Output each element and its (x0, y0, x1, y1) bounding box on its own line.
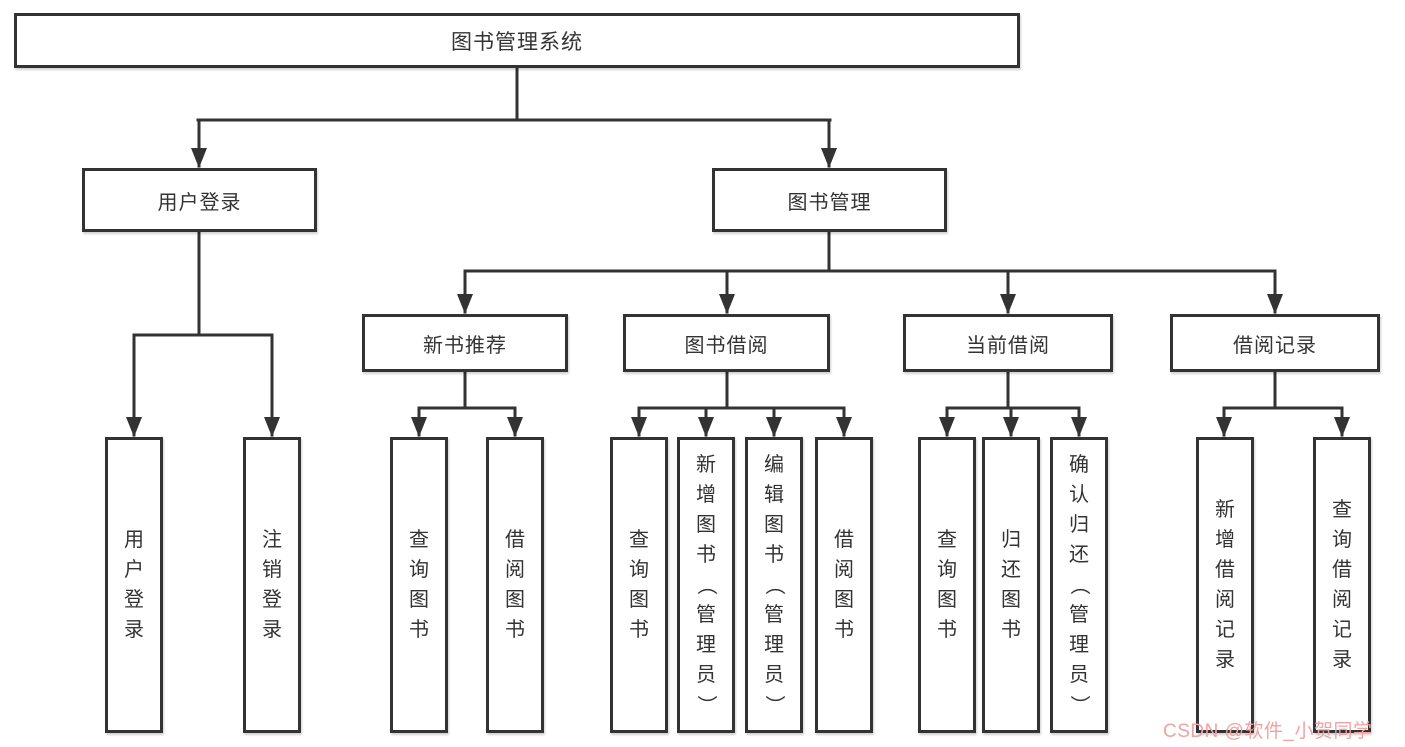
node-book-management: 图书管理 (712, 168, 947, 232)
node-borrow-records: 借阅记录 (1170, 314, 1380, 372)
node-user-login: 用户登录 (82, 168, 317, 232)
node-leaf-query-books-borrow: 查询图书 (610, 437, 668, 733)
node-leaf-confirm-return-admin: 确认归还（管理员） (1050, 437, 1108, 733)
node-library-management-system: 图书管理系统 (14, 13, 1020, 68)
node-new-book-recommend: 新书推荐 (362, 314, 568, 372)
node-book-borrow: 图书借阅 (623, 314, 830, 372)
node-leaf-add-books-admin: 新增图书（管理员） (677, 437, 735, 733)
csdn-watermark: CSDN @软件_小贺同学 (1163, 721, 1373, 742)
node-leaf-edit-books-admin: 编辑图书（管理员） (745, 437, 803, 733)
node-leaf-borrow-books: 借阅图书 (815, 437, 873, 733)
node-leaf-return-books: 归还图书 (982, 437, 1040, 733)
node-leaf-query-books-recommend: 查询图书 (390, 437, 448, 733)
node-leaf-add-borrow-record: 新增借阅记录 (1196, 437, 1254, 733)
node-leaf-logout: 注销登录 (243, 437, 301, 733)
node-current-borrow: 当前借阅 (903, 314, 1113, 372)
arrowhead-icons (126, 148, 1350, 437)
node-leaf-query-books-current: 查询图书 (918, 437, 976, 733)
node-leaf-borrow-books-recommend: 借阅图书 (486, 437, 544, 733)
node-leaf-query-borrow-record: 查询借阅记录 (1313, 437, 1371, 733)
node-leaf-user-login: 用户登录 (105, 437, 163, 733)
